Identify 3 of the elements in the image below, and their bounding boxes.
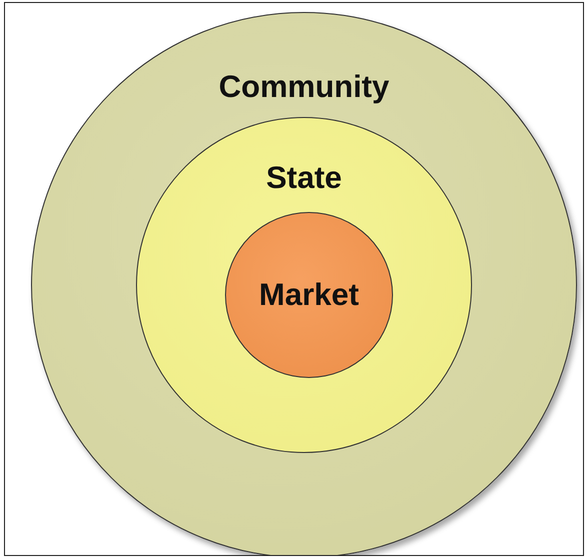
circle-label: Community <box>218 69 390 105</box>
circle-label: Market <box>258 277 360 313</box>
circle-label: State <box>265 160 343 196</box>
